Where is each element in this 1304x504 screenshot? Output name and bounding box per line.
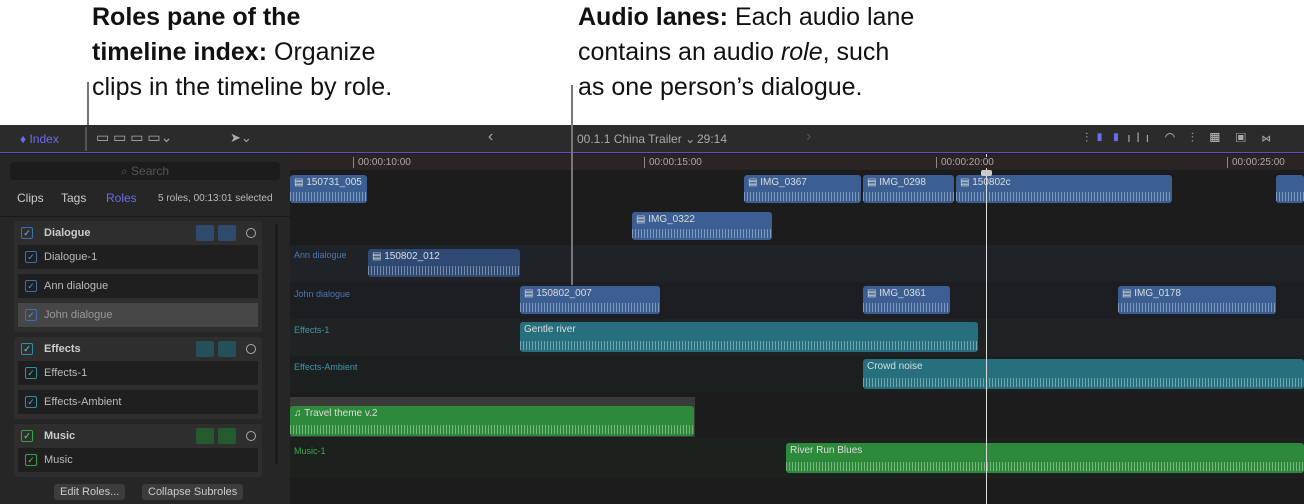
show-lanes-button[interactable] [196, 341, 214, 357]
timeline-controls-icons[interactable]: ⫶▮▮ılı ◠ ⫶ ▦ ▣ ⋈ [1085, 130, 1277, 145]
lane-label: Effects-Ambient [294, 362, 358, 372]
checkbox[interactable]: ✓ [21, 343, 33, 355]
edit-tools-icons[interactable]: ▭ ▭ ▭ ▭⌄ [96, 129, 173, 145]
clip[interactable]: ♫ Travel theme v.2 [290, 406, 694, 436]
checkbox[interactable]: ✓ [25, 367, 37, 379]
focus-role-button[interactable] [218, 225, 236, 241]
playhead[interactable] [981, 154, 992, 504]
toolbar: ♦ Index ▭ ▭ ▭ ▭⌄ ➤⌄ ‹ 00.1.1 China Trail… [0, 125, 1304, 153]
ruler-label: 00:00:20:00 [936, 157, 996, 168]
lane-label: John dialogue [294, 289, 351, 299]
scrollbar[interactable] [275, 224, 278, 464]
clip[interactable]: ▤ IMG_0178 [1118, 286, 1276, 314]
clip[interactable]: ▤ 150802c [956, 175, 1172, 203]
show-lanes-button[interactable] [196, 428, 214, 444]
role-group-music: ✓ Music ✓ Music [14, 424, 262, 477]
back-button[interactable]: ‹ [488, 128, 494, 145]
search-input[interactable]: ⌕ Search [10, 162, 280, 180]
checkbox[interactable]: ✓ [25, 309, 37, 321]
callout-roles-pane: Roles pane of the timeline index: Organi… [92, 3, 393, 101]
checkbox[interactable]: ✓ [21, 227, 33, 239]
lane-label: Ann dialogue [294, 250, 347, 260]
ruler-label: 00:00:10:00 [353, 157, 413, 168]
clip[interactable]: ▤ IMG_0361 [863, 286, 950, 314]
final-cut-window: ♦ Index ▭ ▭ ▭ ▭⌄ ➤⌄ ‹ 00.1.1 China Trail… [0, 125, 1304, 504]
index-button[interactable]: ♦ Index [20, 132, 59, 146]
select-tool-icon[interactable]: ➤⌄ [230, 130, 252, 145]
clip[interactable]: ▤ IMG_0298 [863, 175, 954, 203]
clip[interactable]: Gentle river [520, 322, 978, 352]
show-audio-lanes-toggle[interactable] [246, 344, 256, 354]
clip[interactable]: Crowd noise [863, 359, 1304, 389]
edit-roles-button[interactable]: Edit Roles... [54, 484, 126, 500]
playhead-handle[interactable] [981, 170, 992, 176]
project-menu[interactable]: 00.1.1 China Trailer ⌄ [577, 132, 696, 146]
show-audio-lanes-toggle[interactable] [246, 228, 256, 238]
role-item[interactable]: Music [44, 454, 73, 466]
focus-role-button[interactable] [218, 341, 236, 357]
focus-role-button[interactable] [218, 428, 236, 444]
callout-line [571, 85, 573, 285]
clip[interactable]: ▤ 150731_005 [290, 175, 367, 203]
checkbox[interactable]: ✓ [25, 251, 37, 263]
clip[interactable]: ▤ 150802_012 [368, 249, 520, 277]
lane-label: Music-1 [294, 446, 326, 456]
clip[interactable]: ▤ IMG_0367 [744, 175, 861, 203]
lane-label: Effects-1 [294, 325, 330, 335]
checkbox[interactable]: ✓ [21, 430, 33, 442]
role-item[interactable]: Ann dialogue [44, 280, 109, 292]
collapse-subroles-button[interactable]: Collapse Subroles [142, 484, 244, 500]
divider [0, 216, 290, 217]
duration: 29:14 [697, 132, 728, 146]
clip[interactable]: ▤ IMG_0322 [632, 212, 772, 240]
ruler-label: 00:00:15:00 [644, 157, 704, 168]
role-item[interactable]: Dialogue-1 [44, 251, 98, 263]
roles-status: 5 roles, 00:13:01 selected [158, 193, 273, 204]
role-item[interactable]: Effects-Ambient [44, 396, 122, 408]
clip[interactable]: ▤ 150802_007 [520, 286, 660, 314]
role-group-label: Dialogue [44, 227, 91, 239]
checkbox[interactable]: ✓ [25, 454, 37, 466]
role-group-label: Music [44, 430, 76, 442]
timeline-index-roles-pane: ⌕ Search Clips Tags Roles 5 roles, 00:13… [0, 154, 290, 504]
role-group-label: Effects [44, 343, 81, 355]
tab-roles[interactable]: Roles [106, 191, 137, 205]
show-lanes-button[interactable] [196, 225, 214, 241]
show-audio-lanes-toggle[interactable] [246, 431, 256, 441]
divider [85, 127, 87, 151]
tab-clips[interactable]: Clips [17, 191, 44, 205]
tab-tags[interactable]: Tags [61, 191, 87, 205]
timeline[interactable]: 00:00:10:00 00:00:15:00 00:00:20:00 00:0… [290, 154, 1304, 504]
callout-audio-lanes: Audio lanes: Each audio lane contains an… [578, 3, 915, 101]
callout-line [87, 82, 89, 126]
forward-button[interactable]: › [806, 128, 812, 145]
checkbox[interactable]: ✓ [25, 280, 37, 292]
role-item[interactable]: Effects-1 [44, 367, 88, 379]
ruler-label: 00:00:25:00 [1227, 157, 1287, 168]
role-item[interactable]: John dialogue [44, 309, 113, 321]
clip[interactable] [1276, 175, 1304, 203]
clip[interactable]: River Run Blues [786, 443, 1304, 473]
timeline-ruler[interactable]: 00:00:10:00 00:00:15:00 00:00:20:00 00:0… [290, 154, 1304, 170]
checkbox[interactable]: ✓ [25, 396, 37, 408]
role-group-effects: ✓ Effects ✓ Effects-1 ✓ Effects-Ambient [14, 337, 262, 419]
role-group-dialogue: ✓ Dialogue ✓ Dialogue-1 ✓ Ann dialogue ✓ Joh… [14, 221, 262, 332]
